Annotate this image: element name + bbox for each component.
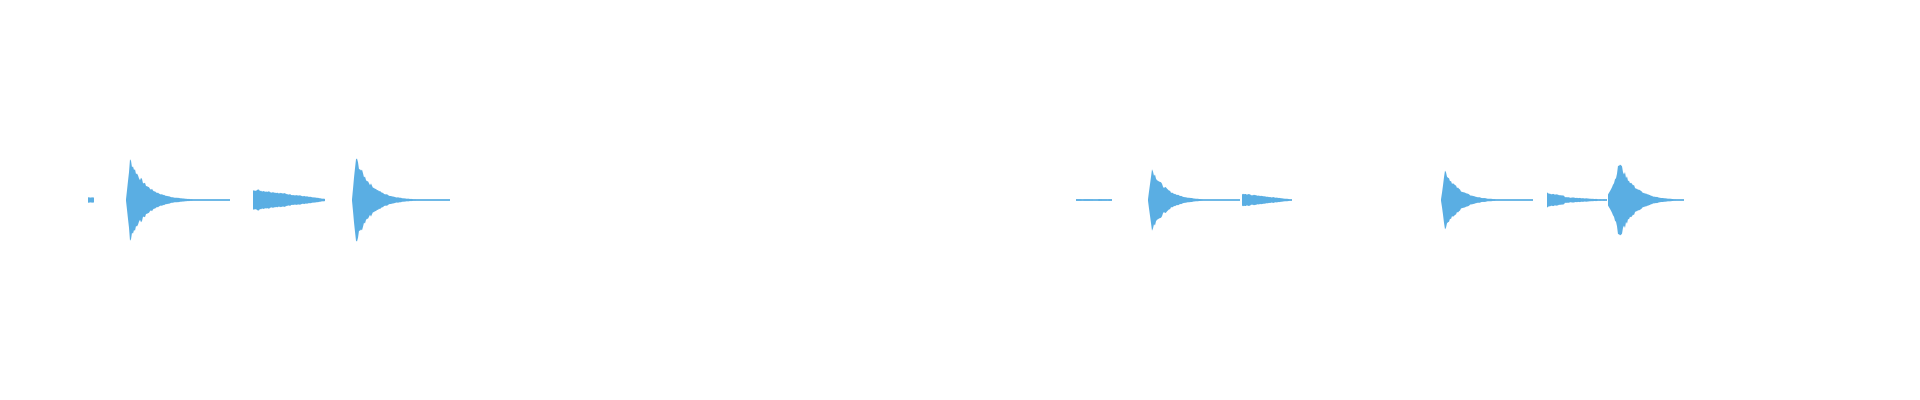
waveform-canvas [0, 0, 1920, 400]
waveform-track[interactable] [0, 0, 1920, 400]
